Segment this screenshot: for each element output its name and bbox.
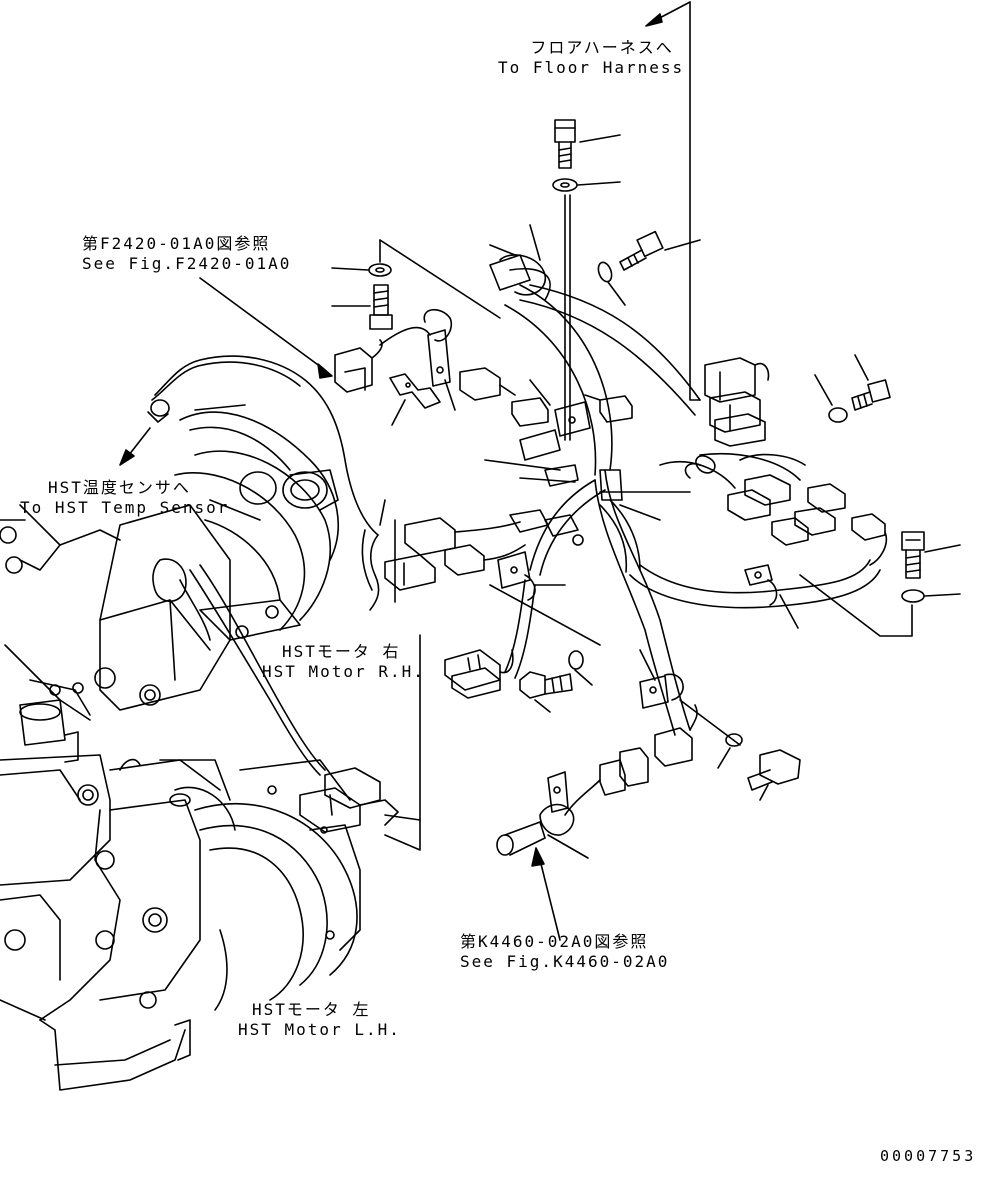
bolt-far-right <box>815 355 890 422</box>
bolt-left-top <box>332 285 392 329</box>
clamp-center <box>485 380 690 520</box>
callout-hst-temp-sensor: HST温度センサへ To HST Temp Sensor <box>20 478 229 518</box>
washer-top <box>553 179 620 440</box>
washer-left-top <box>332 264 391 276</box>
floor-harness-leader <box>646 2 700 400</box>
clamp-lower-right <box>640 650 740 745</box>
callout-hst-motor-lh-en: HST Motor L.H. <box>238 1020 401 1039</box>
ring-terminal <box>424 310 455 410</box>
clamp-top <box>490 225 545 295</box>
callout-fig-k4460-en: See Fig.K4460-02A0 <box>460 952 670 971</box>
connector-left-mid <box>460 368 515 400</box>
connector-floor-harness <box>705 358 768 446</box>
callout-hst-temp-sensor-en: To HST Temp Sensor <box>20 498 230 517</box>
hst-motor-lh <box>0 700 360 1090</box>
washer-upper-right <box>596 261 625 305</box>
callout-fig-k4460: 第K4460-02A0図参照 See Fig.K4460-02A0 <box>460 932 669 972</box>
callout-fig-k4460-ja: 第K4460-02A0図参照 <box>460 932 649 951</box>
main-harness <box>505 269 880 735</box>
bolt-lower-right <box>718 734 800 800</box>
bolt-top <box>555 120 620 168</box>
hst-motor-rh <box>0 405 338 720</box>
temp-sensor-wire <box>120 356 378 535</box>
drawing-number: 00007753 <box>880 1147 977 1165</box>
bolt-right-lower <box>800 532 960 636</box>
hst-motor-rh-leader <box>385 635 420 850</box>
callout-fig-f2420-ja: 第F2420-01A0図参照 <box>82 234 271 253</box>
callout-hst-motor-lh: HSTモータ 左 HST Motor L.H. <box>238 1000 401 1040</box>
callout-floor-harness: フロアハーネスへ To Floor Harness <box>498 38 684 78</box>
bracket-f2420-leader <box>200 240 500 378</box>
connector-center-top <box>512 395 632 426</box>
callout-fig-f2420-en: See Fig.F2420-01A0 <box>82 254 292 273</box>
callout-hst-motor-rh-ja: HSTモータ 右 <box>282 642 401 661</box>
callout-hst-motor-rh-en: HST Motor R.H. <box>262 662 425 681</box>
connectors-right <box>660 454 886 565</box>
callout-floor-harness-ja: フロアハーネスへ <box>530 38 674 57</box>
connectors-center-left <box>362 500 583 610</box>
callout-hst-motor-lh-ja: HSTモータ 左 <box>252 1000 371 1019</box>
clamp-right <box>745 565 798 628</box>
callout-hst-temp-sensor-ja: HST温度センサへ <box>48 478 191 497</box>
bolt-lower-center <box>520 651 592 712</box>
connector-rh-motor <box>445 650 513 698</box>
callout-floor-harness-en: To Floor Harness <box>498 58 685 77</box>
wire-rh-motor <box>190 565 325 775</box>
clamp-lower-center <box>490 552 600 645</box>
bracket-small <box>390 374 440 425</box>
callout-hst-motor-rh: HSTモータ 右 HST Motor R.H. <box>262 642 425 682</box>
connector-f2420 <box>335 328 430 392</box>
callout-fig-f2420: 第F2420-01A0図参照 See Fig.F2420-01A0 <box>82 234 291 274</box>
sensor-k4460 <box>497 772 588 940</box>
bolt-upper-right <box>620 232 700 270</box>
connector-rh-motor-lower <box>300 768 398 832</box>
connectors-lower <box>565 705 697 815</box>
